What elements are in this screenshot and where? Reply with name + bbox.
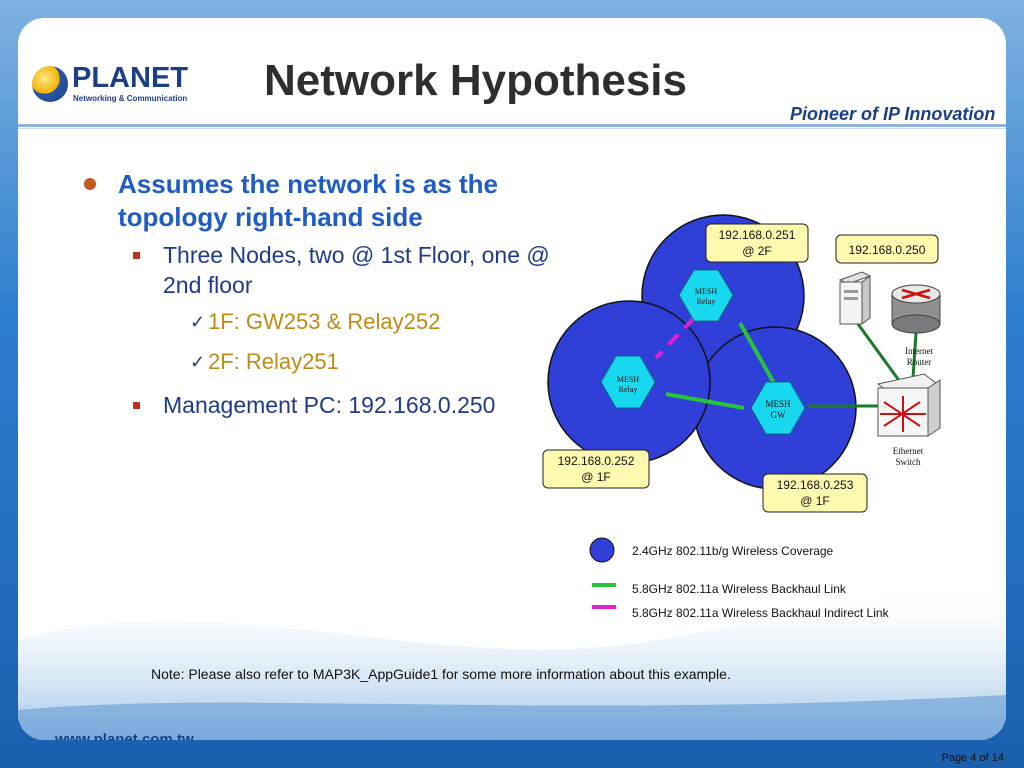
ip-label-text: @ 1F <box>800 494 830 508</box>
planet-logo: PLANET Networking & Communication <box>32 62 202 106</box>
internet-router-icon <box>891 284 941 334</box>
node-label: Relay <box>619 385 638 394</box>
footnote: Note: Please also refer to MAP3K_AppGuid… <box>151 666 731 682</box>
bullet-check-text: 2F: Relay251 <box>208 349 339 374</box>
indirect-link <box>654 316 696 360</box>
hexagon-relay-left <box>600 355 656 409</box>
header-divider <box>18 124 1006 127</box>
ip-label-text: @ 2F <box>742 244 772 258</box>
tagline: Pioneer of IP Innovation <box>790 104 996 124</box>
legend-coverage-swatch <box>589 537 615 563</box>
ip-label-box-250 <box>835 234 939 264</box>
ethernet-link-router-switch <box>911 332 918 379</box>
network-topology-diagram: MESH Relay MESH Relay MESH GW 192.168.0.… <box>542 214 942 620</box>
ip-label-box-253 <box>762 473 868 513</box>
backhaul-link-top-gw <box>738 322 776 384</box>
device-label: Internet <box>905 346 933 356</box>
logo-text: PLANET <box>72 62 188 94</box>
legend-label: 5.8GHz 802.11a Wireless Backhaul Indirec… <box>632 606 890 620</box>
ip-label-text: 192.168.0.251 <box>719 228 796 242</box>
bullet-sub-text: Three Nodes, two @ 1st Floor, one @ 2nd … <box>163 242 550 298</box>
page-number: Page 4 of 14 <box>941 752 1004 764</box>
ip-label-text: 192.168.0.253 <box>777 478 854 492</box>
ip-label-text: 192.168.0.250 <box>849 243 926 257</box>
decorative-wave <box>18 593 1006 740</box>
bullet-main: Assumes the network is as the topology r… <box>82 168 582 234</box>
header-divider-thin <box>18 128 1006 129</box>
bullet-sub: Three Nodes, two @ 1st Floor, one @ 2nd … <box>82 240 582 300</box>
node-label: Relay <box>697 297 716 306</box>
bullet-sub: Management PC: 192.168.0.250 <box>82 390 582 420</box>
bullet-check-item: ✓ 2F: Relay251 <box>82 348 582 376</box>
bullet-list: Assumes the network is as the topology r… <box>82 168 582 420</box>
device-label: Ethernet <box>893 446 924 456</box>
ip-label-text: 192.168.0.252 <box>558 454 635 468</box>
page-title: Network Hypothesis <box>264 56 687 105</box>
ethernet-switch-icon <box>876 373 942 437</box>
bullet-main-text: Assumes the network is as the topology r… <box>118 169 499 232</box>
footer-url[interactable]: www.planet.com.tw <box>55 731 194 740</box>
legend-label: 5.8GHz 802.11a Wireless Backhaul Link <box>632 582 847 596</box>
ip-label-box-251 <box>705 223 809 263</box>
bullet-sub-text: Management PC: 192.168.0.250 <box>163 392 496 418</box>
legend-label: 2.4GHz 802.11b/g Wireless Coverage <box>632 544 834 558</box>
node-label: MESH <box>695 287 717 296</box>
bullet-check-item: ✓ 1F: GW253 & Relay252 <box>82 308 582 336</box>
bullet-dot-icon <box>84 178 96 190</box>
management-pc-icon <box>838 271 872 325</box>
globe-icon <box>32 66 68 102</box>
bullet-square-icon <box>133 252 140 259</box>
checkmark-icon: ✓ <box>190 352 206 372</box>
hexagon-relay-top <box>678 269 734 322</box>
node-label: MESH <box>765 399 791 409</box>
slide: PLANET Networking & Communication Networ… <box>18 18 1006 740</box>
node-label: MESH <box>617 375 639 384</box>
ip-label-text: @ 1F <box>581 470 611 484</box>
bullet-square-icon <box>133 402 140 409</box>
ethernet-link-pc-switch <box>856 323 905 387</box>
bullet-check-text: 1F: GW253 & Relay252 <box>208 309 441 334</box>
device-label: Router <box>907 357 932 367</box>
logo-subtitle: Networking & Communication <box>73 94 188 103</box>
backhaul-link-left-gw <box>665 392 745 410</box>
hexagon-gateway <box>750 381 806 435</box>
node-label: GW <box>771 410 786 420</box>
ip-label-box-252 <box>542 449 650 489</box>
checkmark-icon: ✓ <box>190 312 206 332</box>
device-label: Switch <box>895 457 921 467</box>
